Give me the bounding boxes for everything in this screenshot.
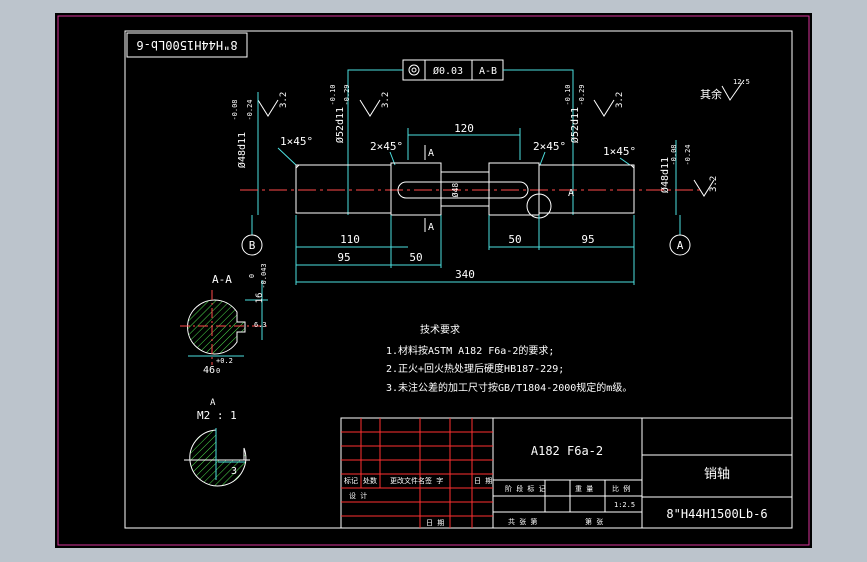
svg-text:更改文件名: 更改文件名	[390, 476, 425, 485]
diameter-callout-mid-left: Ø52d11 -0.10 -0.29	[329, 84, 351, 215]
datum-marker-a: A	[669, 215, 691, 256]
svg-text:-0.29: -0.29	[578, 84, 586, 105]
svg-text:-0.10: -0.10	[564, 84, 572, 105]
section-mark-top: A	[428, 148, 434, 159]
tolerance-value: Ø0.03	[433, 65, 463, 77]
tolerance-datum: A-B	[479, 66, 497, 77]
chamfer-label-mid-right: 2×45°	[533, 140, 566, 153]
svg-text:-0.08: -0.08	[231, 99, 239, 120]
svg-text:Ø48d11: Ø48d11	[659, 157, 671, 193]
diameter-callout-left: Ø48d11 -0.08 -0.24	[231, 92, 259, 215]
drawing-background	[55, 13, 812, 548]
tech-title: 技术要求	[420, 323, 460, 336]
geometric-tolerance-frame: Ø0.03 A-B	[347, 59, 574, 95]
svg-text:B: B	[249, 239, 256, 252]
title-block: 标记 处数 更改文件名 签 字 日 期 设 计 日 期 A182 F6a-2 销…	[340, 417, 793, 529]
svg-text:3.2: 3.2	[279, 92, 289, 108]
svg-text:-0.24: -0.24	[684, 144, 692, 165]
tech-line-2: 2.正火+回火热处理后硬度HB187-229;	[386, 362, 564, 375]
svg-text:签 字: 签 字	[425, 476, 443, 485]
diameter-callout-right: Ø48d11 -0.08 -0.24	[659, 140, 692, 215]
dim-340: 340	[455, 268, 475, 281]
roughness-symbol-mid-left: 3.2	[359, 92, 391, 117]
svg-text:3: 3	[231, 466, 237, 477]
svg-text:标记: 标记	[344, 476, 358, 485]
section-view-a-a: A-A 16 0 -0.043 6.3 46 +0.2 0	[180, 263, 270, 376]
keyway-slot	[397, 181, 529, 199]
diameter-callout-mid-right: Ø52d11 -0.10 -0.29	[564, 84, 586, 215]
dim-50-left: 50	[409, 251, 422, 264]
roughness-symbol-left: 3.2	[257, 92, 289, 117]
roughness-symbol-right: 3.2	[693, 176, 719, 197]
svg-text:共 张 第: 共 张 第	[508, 517, 537, 526]
material-text: A182 F6a-2	[531, 444, 603, 458]
svg-text:-0.08: -0.08	[670, 144, 678, 165]
drawing-number: 8"H44H1500Lb-6	[666, 507, 767, 521]
dim-95-right: 95	[581, 233, 594, 246]
svg-text:-0.24: -0.24	[246, 99, 254, 120]
surface-rest-label: 其余	[700, 87, 722, 101]
svg-text:6.3: 6.3	[254, 321, 267, 329]
roughness-symbol-mid-right: 3.2	[593, 92, 625, 117]
svg-text:3.2: 3.2	[615, 92, 625, 108]
section-mark-bottom: A	[428, 222, 434, 233]
title-stamp-box: 8"H44H1500Lb-6	[126, 32, 248, 58]
surface-rest-note: 其余 12.5	[700, 78, 750, 101]
datum-marker-b: B	[241, 215, 263, 256]
svg-text:Ø52d11: Ø52d11	[334, 107, 346, 143]
svg-text:Ø48d11: Ø48d11	[236, 132, 248, 168]
section-title: A-A	[212, 273, 232, 286]
svg-text:16: 16	[255, 293, 265, 304]
surface-rest-value: 12.5	[733, 78, 750, 86]
tech-line-3: 3.未注公差的加工尺寸按GB/T1804-2000规定的m级。	[386, 381, 632, 394]
dim-95-left: 95	[337, 251, 350, 264]
svg-text:A: A	[677, 239, 684, 252]
svg-text:1:2.5: 1:2.5	[614, 501, 635, 509]
svg-text:日 期: 日 期	[474, 477, 492, 485]
detail-view-a: A M2 : 1 3	[184, 398, 250, 487]
svg-text:Ø48: Ø48	[450, 183, 460, 198]
chamfer-label-left: 1×45°	[280, 135, 313, 148]
svg-text:-0.10: -0.10	[329, 84, 337, 105]
dim-110: 110	[340, 233, 360, 246]
shaft-body: Ø48 A	[240, 162, 700, 219]
tech-line-1: 1.材料按ASTM A182 F6a-2的要求;	[386, 344, 554, 357]
revision-grid	[341, 418, 493, 528]
svg-text:比 例: 比 例	[612, 484, 630, 493]
svg-text:46: 46	[203, 365, 215, 376]
svg-text:120: 120	[454, 122, 474, 135]
svg-text:日 期: 日 期	[426, 519, 444, 527]
svg-text:处数: 处数	[363, 476, 377, 485]
dimension-120: 120	[407, 122, 521, 160]
detail-mark: A	[568, 188, 574, 199]
svg-text:-0.043: -0.043	[260, 263, 268, 288]
detail-title: A	[210, 398, 216, 408]
chamfer-label-right: 1×45°	[603, 145, 636, 158]
svg-text:3.2: 3.2	[709, 176, 719, 192]
svg-text:Ø52d11: Ø52d11	[569, 107, 581, 143]
chamfer-label-mid-left: 2×45°	[370, 140, 403, 153]
svg-text:3.2: 3.2	[381, 92, 391, 108]
part-name: 销轴	[704, 467, 730, 482]
title-stamp-text: 8"H44H1500Lb-6	[136, 38, 237, 52]
svg-text:0: 0	[248, 274, 256, 278]
concentricity-icon	[408, 64, 420, 76]
technical-requirements: 技术要求 1.材料按ASTM A182 F6a-2的要求; 2.正火+回火热处理…	[386, 323, 632, 394]
svg-text:+0.2: +0.2	[216, 357, 233, 365]
detail-scale: M2 : 1	[197, 409, 237, 422]
svg-text:第 张: 第 张	[585, 517, 603, 526]
svg-text:重 量: 重 量	[575, 485, 593, 493]
bottom-dimensions: 110 95 50 50 95 340	[295, 215, 635, 285]
outer-sheet-border	[57, 15, 810, 546]
dim-50-right: 50	[508, 233, 521, 246]
svg-text:-0.29: -0.29	[343, 84, 351, 105]
svg-text:设 计: 设 计	[349, 491, 367, 500]
svg-text:阶 段 标 记: 阶 段 标 记	[505, 484, 546, 493]
svg-text:0: 0	[216, 367, 220, 375]
